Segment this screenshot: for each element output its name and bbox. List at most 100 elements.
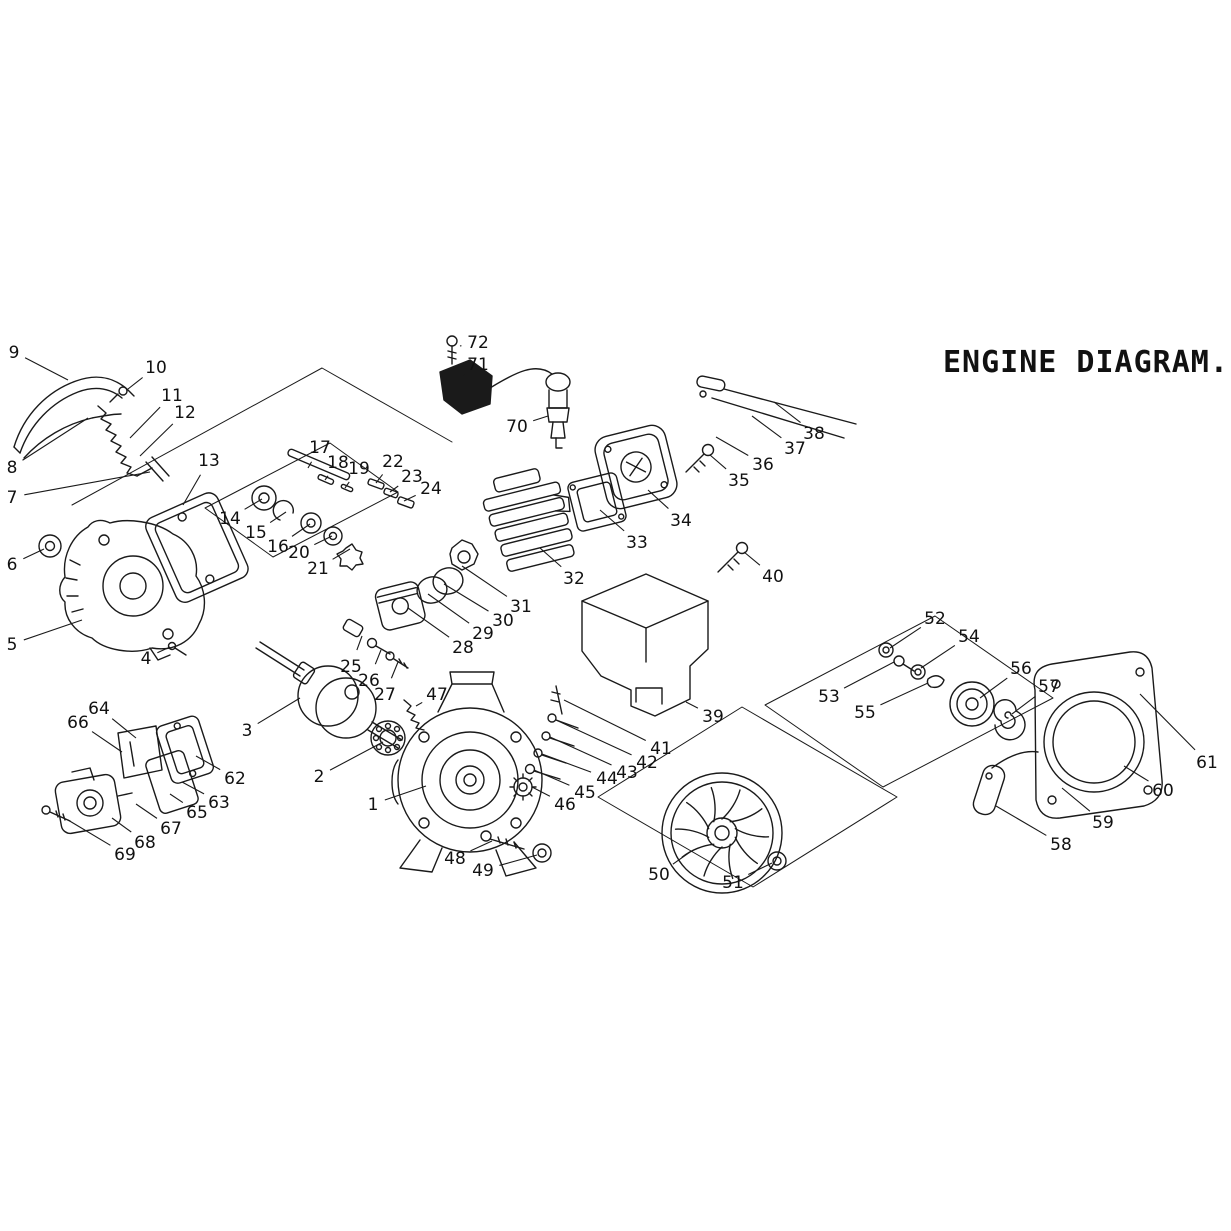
part-label-45: 45 xyxy=(574,783,596,803)
cylinder-gasket xyxy=(567,472,627,532)
intake-bracket xyxy=(117,725,163,779)
part-label-65: 65 xyxy=(186,803,208,823)
star-washer-21 xyxy=(336,543,364,571)
part-label-9: 9 xyxy=(9,343,20,363)
part-label-70: 70 xyxy=(506,417,528,437)
part-label-8: 8 xyxy=(7,458,18,478)
leader-line-69 xyxy=(67,819,111,846)
leader-line-64 xyxy=(111,718,137,739)
starter-pawl xyxy=(926,675,945,689)
piston xyxy=(374,581,426,631)
leader-line-66 xyxy=(91,731,123,753)
part-label-39: 39 xyxy=(702,707,724,727)
part-label-68: 68 xyxy=(134,833,156,853)
leader-line-13 xyxy=(182,474,201,506)
rope-pulley xyxy=(949,681,995,727)
part-label-42: 42 xyxy=(636,753,658,773)
fastener-set-41-46 xyxy=(509,685,579,801)
part-label-5: 5 xyxy=(7,635,18,655)
leader-line-23 xyxy=(389,485,399,493)
part-label-20: 20 xyxy=(288,543,310,563)
part-label-26: 26 xyxy=(358,671,380,691)
leader-line-8 xyxy=(22,417,89,461)
leader-line-44 xyxy=(541,753,592,773)
magneto-assembly xyxy=(59,519,206,661)
bolt-4 xyxy=(167,641,187,656)
part-label-59: 59 xyxy=(1092,813,1114,833)
leader-line-26 xyxy=(374,649,382,665)
part-label-22: 22 xyxy=(382,452,404,472)
leader-line-33 xyxy=(599,509,625,532)
handle-screw-10 xyxy=(118,386,128,396)
part-label-71: 71 xyxy=(467,355,489,375)
leader-line-36 xyxy=(715,436,749,457)
leader-line-10 xyxy=(127,377,143,390)
leader-line-37 xyxy=(751,415,782,439)
leader-line-47 xyxy=(415,701,423,707)
part-label-44: 44 xyxy=(596,769,618,789)
part-label-63: 63 xyxy=(208,793,230,813)
leader-line-67 xyxy=(135,803,158,819)
bearing-set xyxy=(251,485,364,571)
part-label-28: 28 xyxy=(452,638,474,658)
muffler xyxy=(594,424,678,510)
part-label-12: 12 xyxy=(174,403,196,423)
part-label-62: 62 xyxy=(224,769,246,789)
spring-47 xyxy=(403,699,425,731)
leader-line-56 xyxy=(979,677,1008,699)
leader-line-4 xyxy=(157,646,171,654)
leader-line-39 xyxy=(685,701,699,709)
leader-line-61 xyxy=(1139,693,1196,751)
leader-line-41 xyxy=(563,699,647,741)
bolt-40 xyxy=(717,541,749,573)
leader-line-58 xyxy=(995,805,1047,836)
part-label-67: 67 xyxy=(160,819,182,839)
leader-line-30 xyxy=(443,583,489,612)
part-label-6: 6 xyxy=(7,555,18,575)
diagram-title: ENGINE DIAGRAM. xyxy=(943,345,1229,380)
leader-line-3 xyxy=(257,697,301,725)
leader-line-7 xyxy=(24,471,151,496)
flywheel xyxy=(661,772,783,894)
leader-line-1 xyxy=(384,785,427,801)
part-label-66: 66 xyxy=(67,713,89,733)
leader-line-65 xyxy=(169,793,184,804)
part-label-19: 19 xyxy=(348,459,370,479)
leader-line-48 xyxy=(470,840,493,852)
leader-line-51 xyxy=(748,862,773,876)
insulator-gasket-62 xyxy=(155,715,215,784)
part-label-54: 54 xyxy=(958,627,980,647)
part-label-31: 31 xyxy=(510,597,532,617)
part-label-43: 43 xyxy=(616,763,638,783)
part-label-37: 37 xyxy=(784,439,806,459)
part-label-10: 10 xyxy=(145,358,167,378)
leader-line-53 xyxy=(843,661,895,689)
leader-line-25 xyxy=(356,635,363,651)
leader-line-17 xyxy=(307,461,313,469)
part-label-55: 55 xyxy=(854,703,876,723)
leader-line-2 xyxy=(329,741,384,771)
part-label-27: 27 xyxy=(374,685,396,705)
part-label-48: 48 xyxy=(444,849,466,869)
needle-bearing xyxy=(370,720,406,756)
leader-line-27 xyxy=(390,661,399,679)
part-label-53: 53 xyxy=(818,687,840,707)
part-label-61: 61 xyxy=(1196,753,1218,773)
leader-line-6 xyxy=(23,548,45,560)
part-label-52: 52 xyxy=(924,609,946,629)
part-label-16: 16 xyxy=(267,537,289,557)
gasket-63-65 xyxy=(145,750,199,814)
leader-line-38 xyxy=(773,401,801,424)
throttle-rods xyxy=(696,375,857,439)
leader-line-21 xyxy=(332,548,351,560)
part-label-4: 4 xyxy=(141,649,152,669)
leader-line-50 xyxy=(672,851,691,865)
leader-line-43 xyxy=(549,736,612,766)
leader-line-54 xyxy=(920,644,956,669)
carburetor xyxy=(54,767,133,835)
part-label-56: 56 xyxy=(1010,659,1032,679)
leader-line-18 xyxy=(324,475,329,481)
engine-line-art xyxy=(13,335,1163,894)
leader-line-46 xyxy=(531,786,551,797)
leader-line-40 xyxy=(743,551,761,566)
